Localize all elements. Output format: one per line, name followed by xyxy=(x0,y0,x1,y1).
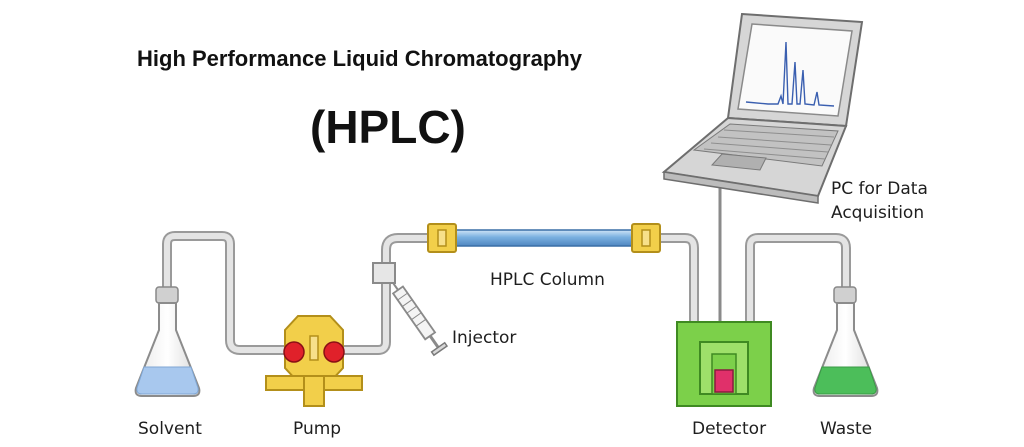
pump xyxy=(265,315,363,407)
solvent-flask xyxy=(134,286,201,397)
solvent-tube xyxy=(162,231,290,355)
detector-cell xyxy=(714,369,734,393)
detector xyxy=(676,321,772,407)
waste-flask xyxy=(812,286,879,397)
pc-label-line1: PC for Data xyxy=(831,179,928,199)
solvent-label: Solvent xyxy=(138,419,202,439)
column-label: HPLC Column xyxy=(490,270,605,290)
column-body xyxy=(453,229,635,247)
pump-label: Pump xyxy=(293,419,342,439)
injector xyxy=(372,262,449,357)
laptop-touchpad xyxy=(710,153,767,171)
hplc-column xyxy=(427,223,661,253)
page-title: High Performance Liquid Chromatography xyxy=(137,46,582,71)
waste-label: Waste xyxy=(820,419,873,439)
pc-label: PC for Data Acquisition xyxy=(831,177,928,225)
pump-head-left xyxy=(283,341,305,363)
detector-label: Detector xyxy=(692,419,767,439)
injector-label: Injector xyxy=(452,328,517,348)
tubing xyxy=(162,166,851,355)
column-to-detector-tube xyxy=(655,233,699,327)
page-subtitle: (HPLC) xyxy=(310,101,466,153)
detector-to-waste-tube xyxy=(745,233,851,327)
pc-label-line2: Acquisition xyxy=(831,203,925,223)
waste-liquid xyxy=(814,366,877,395)
screen-chromatogram xyxy=(745,41,835,107)
pump-head-right xyxy=(323,341,345,363)
solvent-liquid xyxy=(136,366,199,395)
laptop xyxy=(661,12,864,204)
